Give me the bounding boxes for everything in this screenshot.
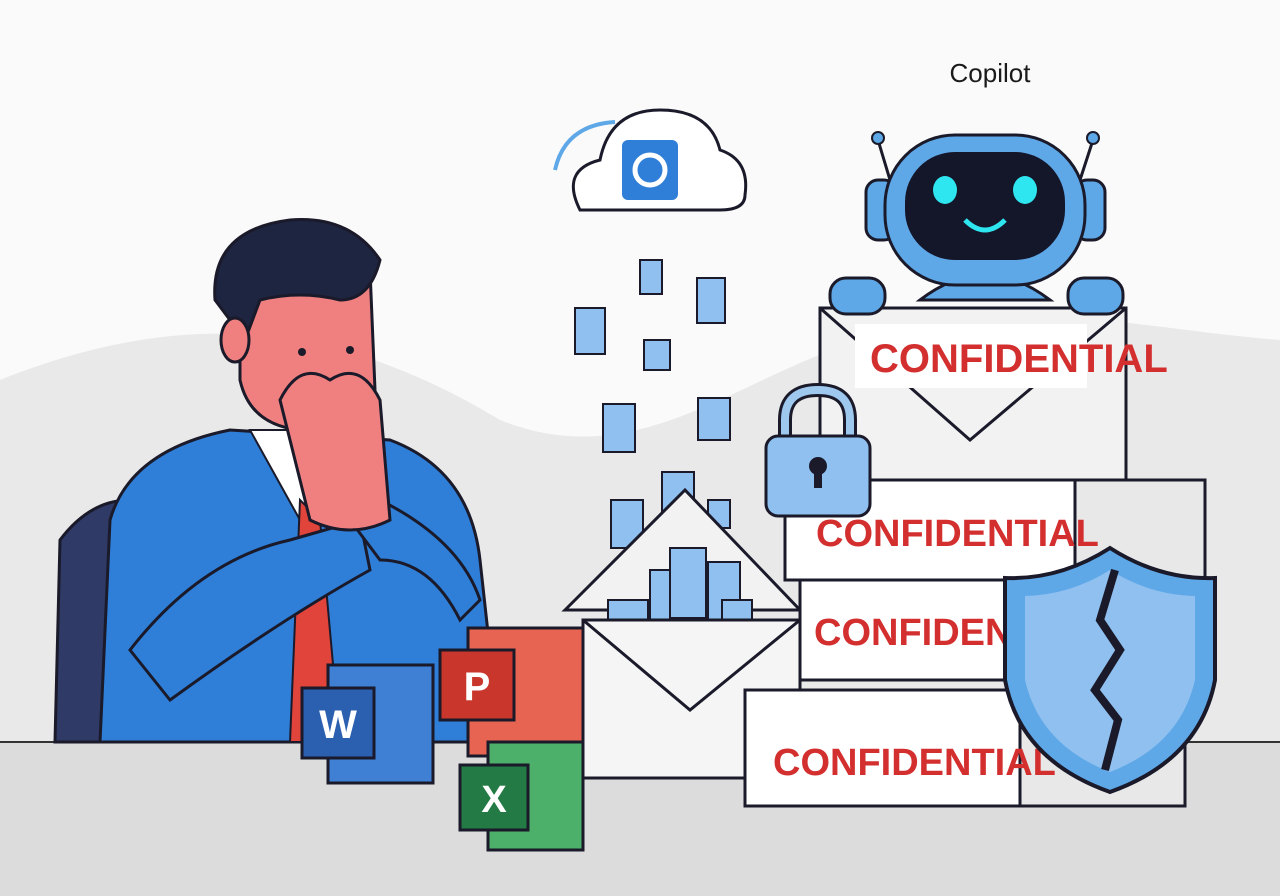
copilot-robot [828,131,1125,316]
confidential-label-2: CONFIDENTIAL [816,513,1099,555]
broken-shield-icon [1003,545,1217,795]
padlock-icon [764,382,872,518]
powerpoint-letter: P [464,665,491,709]
excel-letter: X [481,779,507,821]
word-letter: W [319,703,357,747]
excel-icon: X [458,740,585,852]
confidential-label-4: CONFIDENTIAL [773,742,1056,784]
cloud-storage-icon [553,108,748,212]
powerpoint-icon: P [438,626,585,758]
copilot-label: Copilot [950,58,1032,88]
word-icon: W [300,663,435,785]
confidential-label-1: CONFIDENTIAL [870,337,1168,381]
